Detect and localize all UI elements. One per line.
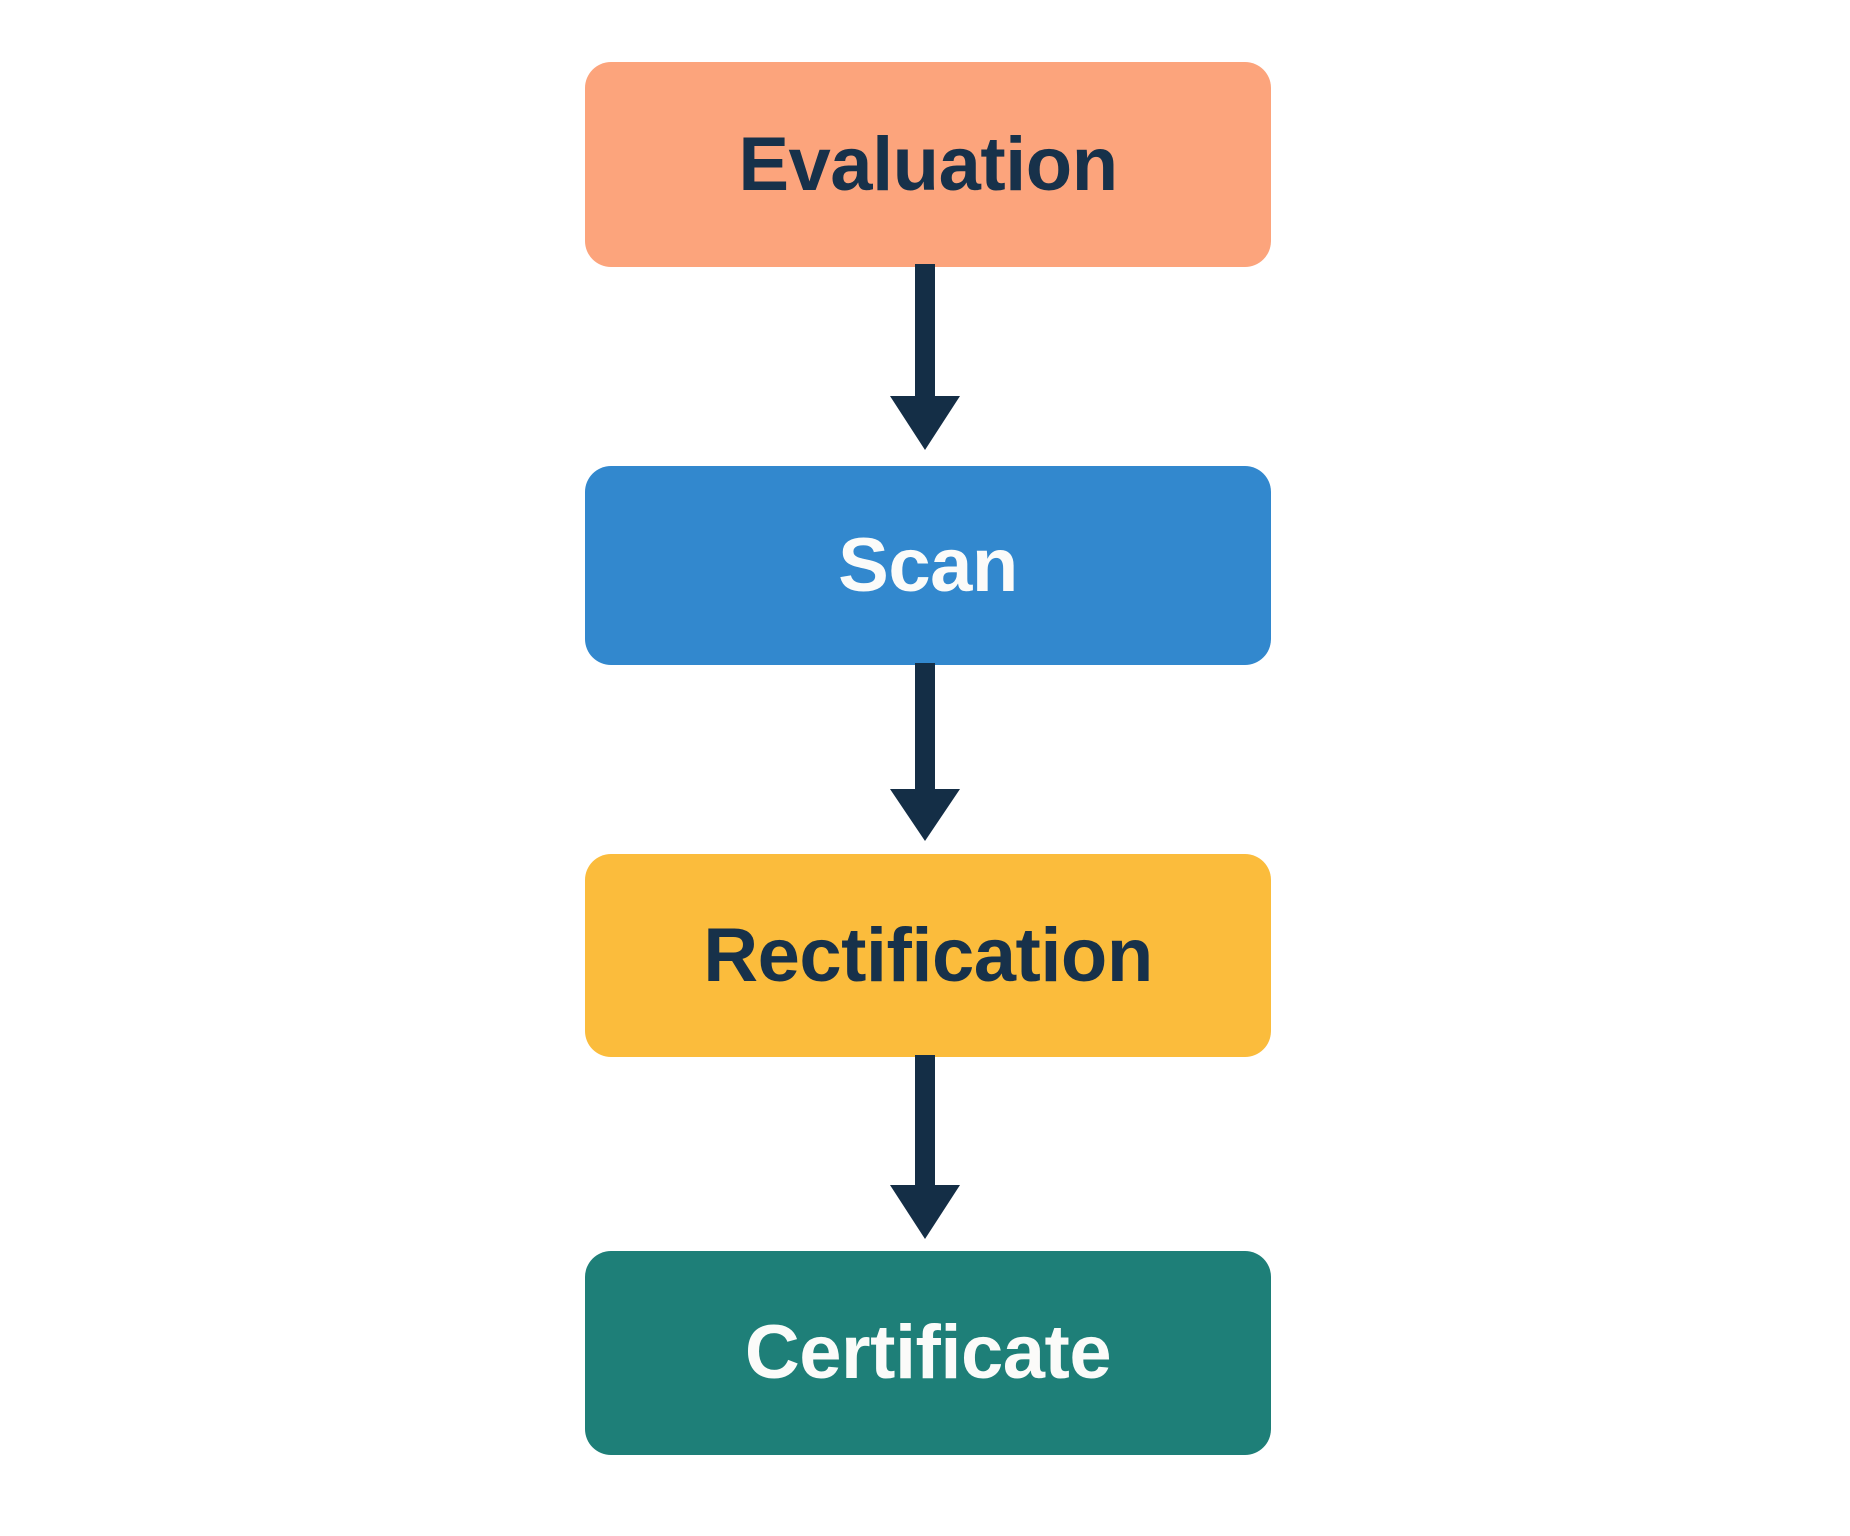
flow-arrow-scan-to-rectification <box>855 663 995 857</box>
flow-node-evaluation[interactable]: Evaluation <box>585 62 1271 267</box>
flow-node-rectification[interactable]: Rectification <box>585 854 1271 1057</box>
flow-node-rectification-label: Rectification <box>703 912 1153 998</box>
flow-node-certificate[interactable]: Certificate <box>585 1251 1271 1455</box>
flow-node-evaluation-label: Evaluation <box>738 121 1118 207</box>
flow-node-certificate-label: Certificate <box>744 1310 1112 1395</box>
arrow-down-icon <box>890 1055 960 1239</box>
flow-arrow-evaluation-to-scan <box>855 264 995 468</box>
arrow-down-icon <box>890 264 960 450</box>
flow-arrow-rectification-to-certificate <box>855 1055 995 1254</box>
flow-node-scan[interactable]: Scan <box>585 466 1271 665</box>
flow-node-scan-label: Scan <box>838 522 1018 608</box>
arrow-down-icon <box>890 663 960 841</box>
